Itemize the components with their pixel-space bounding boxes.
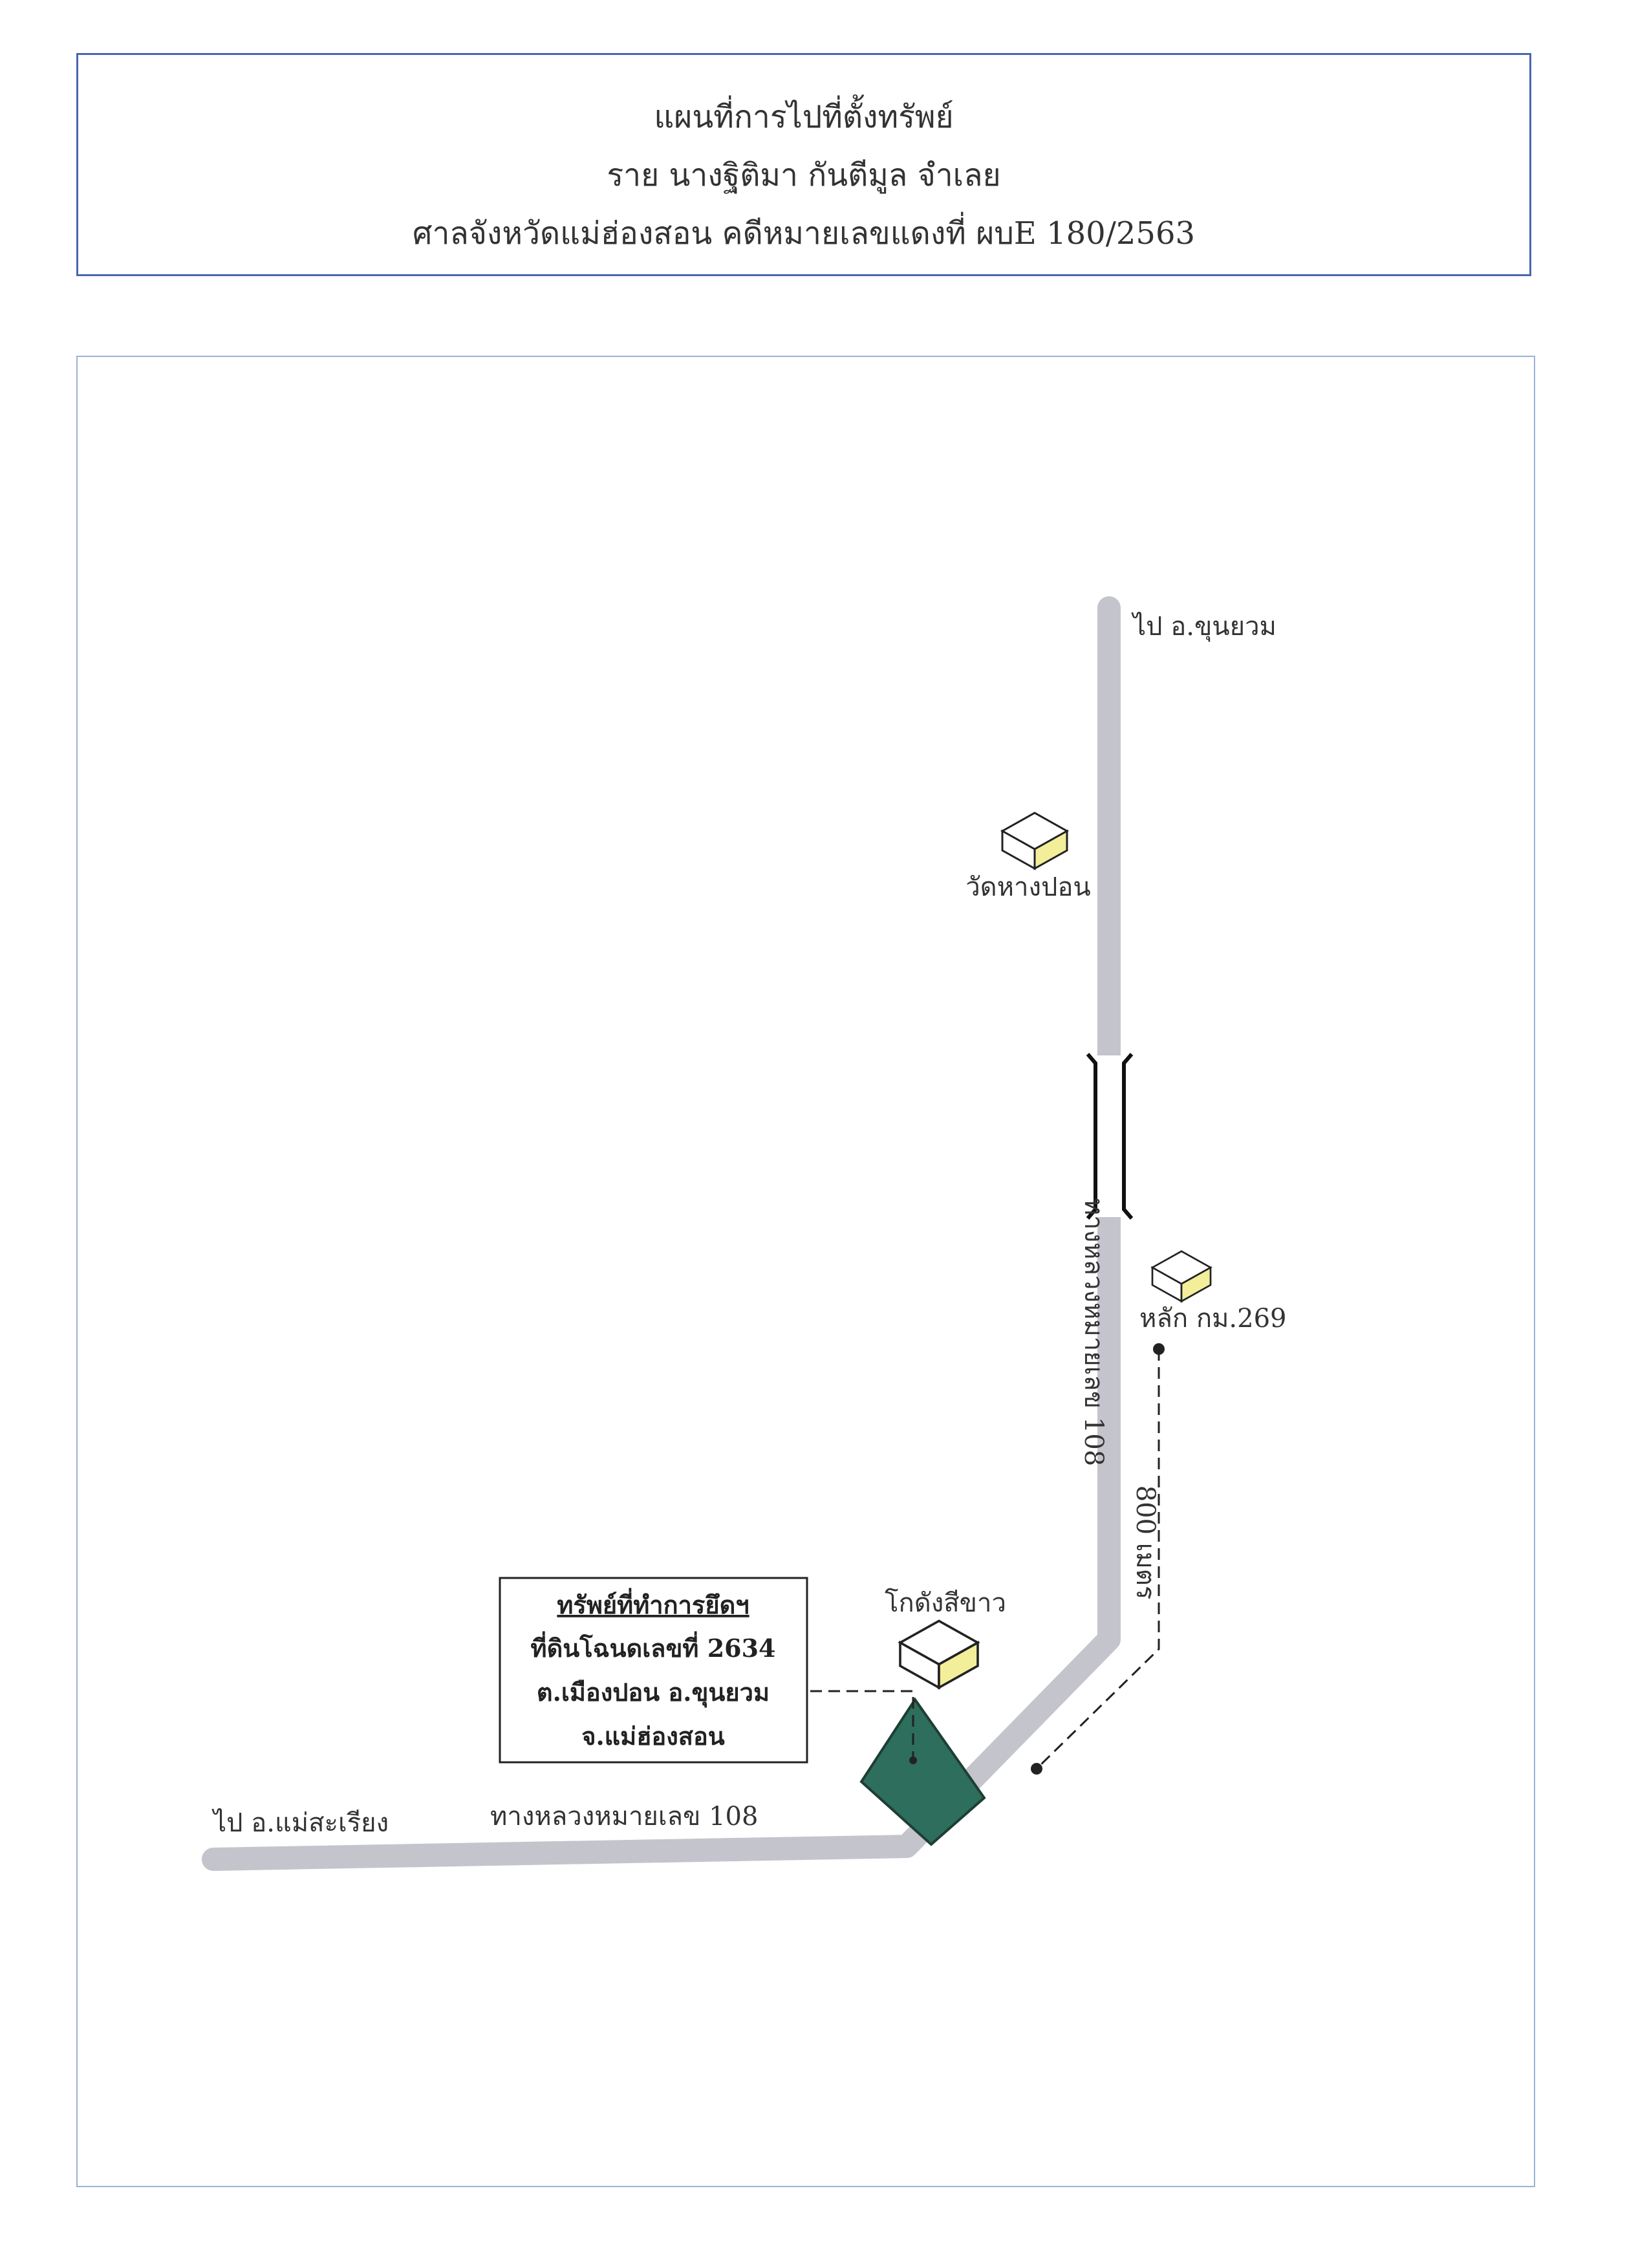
- property-deed-number: ที่ดินโฉนดเลขที่ 2634: [531, 1631, 776, 1663]
- defendant-line: ราย นางฐิติมา กันตีมูล จำเลย: [607, 157, 1001, 193]
- label-to-khun-yuam: ไป อ.ขุนยวม: [1131, 612, 1277, 642]
- map-frame: [76, 356, 1535, 2187]
- property-subdistrict: ต.เมืองปอน อ.ขุนยวม: [537, 1678, 770, 1708]
- label-white-warehouse: โกดังสีขาว: [885, 1588, 1006, 1618]
- property-parcel: [859, 1697, 986, 1846]
- property-province: จ.แม่ฮ่องสอน: [581, 1722, 725, 1751]
- label-highway-vertical: ทางหลวงหมายเลข 108: [1079, 1198, 1108, 1466]
- header-box: แผนที่การไปที่ตั้งทรัพย์ ราย นางฐิติมา ก…: [76, 53, 1531, 276]
- label-km-marker: หลัก กม.269: [1139, 1304, 1286, 1334]
- km-marker-icon: [1151, 1250, 1212, 1302]
- label-to-mae-sariang: ไป อ.แม่สะเรียง: [211, 1808, 389, 1838]
- distance-dashed-line: [1031, 1343, 1165, 1775]
- court-case-line: ศาลจังหวัดแม่ฮ่องสอน คดีหมายเลขแดงที่ ผบ…: [412, 215, 1196, 252]
- warehouse-building-icon: [899, 1619, 979, 1689]
- label-highway-horizontal: ทางหลวงหมายเลข 108: [490, 1802, 758, 1831]
- label-distance: 800 เมตร: [1130, 1485, 1160, 1600]
- property-info-box: [499, 1577, 808, 1764]
- map-title: แผนที่การไปที่ตั้งทรัพย์: [654, 99, 954, 135]
- bridge-symbol: [1086, 1053, 1134, 1220]
- temple-building-icon: [1001, 812, 1068, 870]
- property-heading: ทรัพย์ที่ทำการยึดฯ: [557, 1588, 749, 1619]
- label-wat-hang-pon: วัดหางปอน: [965, 872, 1091, 902]
